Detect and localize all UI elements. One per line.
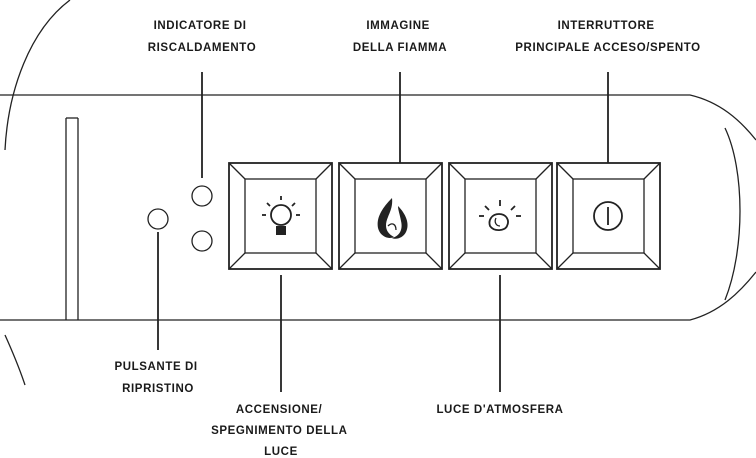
reset-button[interactable]: [147, 208, 169, 230]
light-bulb-icon: [262, 196, 300, 235]
label-light-toggle: ACCENSIONE/ SPEGNIMENTO DELLA LUCE: [211, 404, 351, 458]
label-flame-image: IMMAGINE DELLA FIAMMA: [353, 20, 447, 54]
label-mood-light: LUCE D'ATMOSFERA: [436, 404, 563, 416]
heat-indicator-light: [191, 185, 213, 207]
housing-outline-left-lower: [4, 334, 26, 386]
heat-indicator-light-2: [191, 230, 213, 252]
label-main-switch: INTERRUTTORE PRINCIPALE ACCESO/SPENTO: [515, 20, 700, 54]
label-heat-indicator: INDICATORE DI RISCALDAMENTO: [148, 20, 257, 54]
housing-outline-left: [4, 0, 71, 151]
main-power-button[interactable]: [556, 162, 661, 270]
mood-light-icon: [479, 200, 521, 232]
power-icon: [593, 201, 623, 231]
mood-light-button[interactable]: [448, 162, 553, 270]
light-toggle-button[interactable]: [228, 162, 333, 270]
control-strip: [0, 94, 756, 321]
label-reset-button: PULSANTE DI RIPRISTINO: [114, 361, 201, 395]
flame-icon: [377, 198, 408, 239]
flame-image-button[interactable]: [338, 162, 443, 270]
